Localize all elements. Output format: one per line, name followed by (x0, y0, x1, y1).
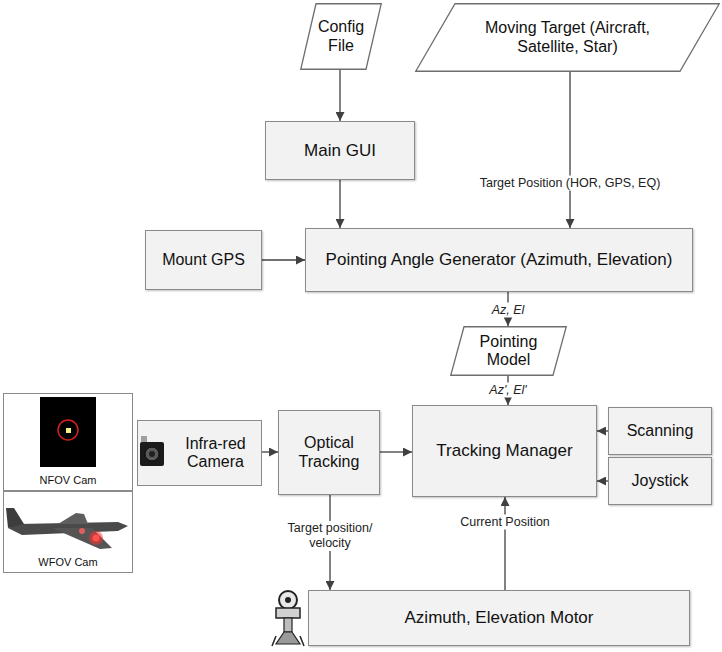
node-label: Infra-red Camera (176, 435, 255, 472)
connector-arrow (262, 259, 305, 260)
device-box: Infra-red Camera (137, 420, 262, 486)
node-label: Mount GPS (162, 251, 245, 269)
text-block: WFOV Cam (38, 556, 97, 569)
node-label: Azimuth, Elevation Motor (405, 608, 594, 628)
node-label: Pointing Model (468, 333, 549, 370)
text-block: Config File (318, 18, 364, 55)
process-box: Main GUI (265, 121, 415, 180)
nfov-reticle (58, 420, 78, 440)
connector-arrow (380, 451, 412, 452)
edge-label: Az', El' (486, 383, 529, 398)
input-box: Joystick (608, 457, 712, 505)
parallelogram-shape (451, 327, 567, 376)
connector-arrow (597, 480, 608, 481)
camera-icon (140, 436, 164, 466)
connector-arrow (504, 497, 505, 590)
nfov-target-dot (66, 428, 71, 433)
text-block: Pointing Angle Generator (Azimuth, Eleva… (326, 250, 673, 270)
process-box: Optical Tracking (278, 410, 380, 495)
text-block: Tracking Manager (436, 441, 572, 461)
node-label: Joystick (632, 472, 689, 490)
device-box: Azimuth, Elevation Motor (308, 590, 690, 646)
node-label: Config File (318, 18, 364, 55)
camera-view-panel: NFOV Cam (3, 393, 133, 491)
text-block: NFOV Cam (40, 474, 97, 487)
text-block: Moving Target (Aircraft, Satellite, Star… (480, 19, 655, 56)
process-box: Mount GPS (145, 230, 262, 290)
node-label: Pointing Angle Generator (Azimuth, Eleva… (326, 250, 673, 270)
parallelogram-shape (301, 4, 382, 70)
text-block: Main GUI (304, 141, 376, 161)
box-fill (137, 420, 262, 486)
text-block: Mount GPS (162, 251, 245, 269)
parallelogram-shape (416, 4, 720, 72)
node-label: Main GUI (304, 141, 376, 161)
text-block: Pointing Model (468, 333, 549, 370)
node-label: Moving Target (Aircraft, Satellite, Star… (480, 19, 655, 56)
node-label: WFOV Cam (38, 556, 97, 569)
input-box: Scanning (608, 407, 712, 455)
mount-icon (272, 591, 304, 646)
connector-arrow (339, 70, 340, 121)
wfov-aircraft (6, 508, 128, 549)
edge-label: Az, El (489, 303, 528, 318)
connector-arrow (262, 451, 278, 452)
text-block: Infra-red Camera (176, 435, 255, 472)
text-block: Scanning (627, 422, 694, 440)
data-parallelogram: Pointing Model (450, 326, 567, 376)
text-block: Joystick (632, 472, 689, 490)
process-box: Pointing Angle Generator (Azimuth, Eleva… (305, 228, 693, 292)
node-label: Scanning (627, 422, 694, 440)
node-label: NFOV Cam (40, 474, 97, 487)
connector-arrow (569, 72, 570, 228)
data-parallelogram: Moving Target (Aircraft, Satellite, Star… (415, 3, 720, 72)
process-box: Tracking Manager (412, 405, 597, 497)
edge-label: Current Position (457, 515, 553, 530)
node-label: Tracking Manager (436, 441, 572, 461)
edge-label: Target position/ velocity (272, 521, 388, 551)
node-label: Optical Tracking (285, 434, 373, 471)
text-block: Azimuth, Elevation Motor (405, 608, 594, 628)
connector-arrow (339, 180, 340, 228)
edge-label: Target Position (HOR, GPS, EQ) (477, 176, 664, 191)
connector-arrow (597, 430, 608, 431)
text-block: Optical Tracking (285, 434, 373, 471)
nfov-image (40, 397, 96, 467)
data-parallelogram: Config File (300, 3, 382, 70)
camera-view-panel: WFOV Cam (3, 491, 133, 573)
